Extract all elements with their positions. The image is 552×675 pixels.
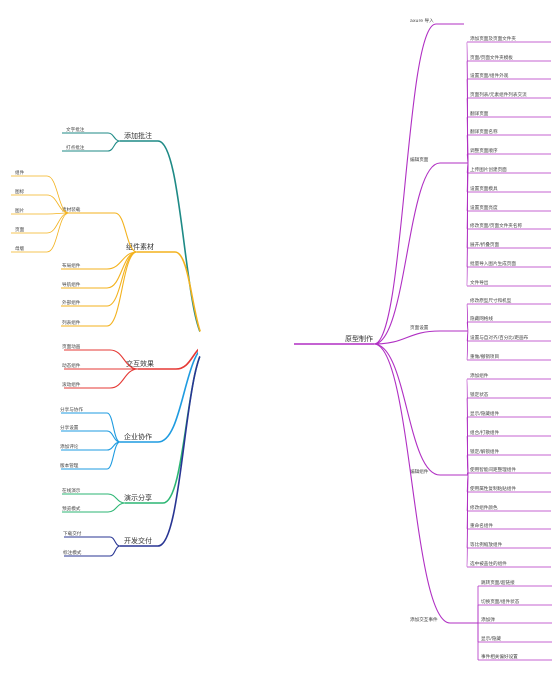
- leaf-label-cz-3-6: 使用属性复制粘贴组件: [470, 485, 516, 492]
- connector-cz-2-3: [466, 330, 469, 361]
- branch-label-tj: 添加批注: [124, 131, 152, 140]
- connector-tj: [157, 140, 211, 345]
- connector-zj-2: [106, 251, 138, 289]
- leaf-label-cz-2-3: 重做/撤销项目: [470, 353, 499, 360]
- leaf-label-cz-4-4: 事件相关偏好设置: [481, 653, 518, 660]
- leaf-label-zj-0-4: 母版: [15, 245, 25, 252]
- connector-tj-0: [107, 132, 121, 142]
- child-label-ys-1: 预览模式: [62, 505, 81, 512]
- leaf-label-cz-3-10: 选中被盖住的组件: [470, 560, 507, 567]
- connector-cz-3-10: [466, 474, 469, 568]
- leaf-label-cz-1-1: 页面/页面文件夹模板: [470, 54, 513, 61]
- leaf-label-cz-4-3: 显示/隐藏: [481, 635, 501, 642]
- connector-zj-0-1: [46, 194, 70, 214]
- leaf-label-zj-0-3: 页面: [15, 227, 25, 233]
- connector-kf-0: [109, 536, 121, 547]
- leaf-label-cz-3-4: 锁定/解锁组件: [470, 448, 500, 455]
- connector-zj-0-4: [46, 212, 70, 253]
- connector-ys-0: [107, 493, 126, 504]
- connector-zj-0-3: [46, 212, 70, 234]
- leaf-label-cz-1-0: 添加页面及页面文件夹: [470, 35, 516, 42]
- connector-qy: [157, 343, 211, 443]
- leaf-label-cz-3-3: 组合/打散组件: [470, 429, 500, 436]
- leaf-label-cz-3-2: 显示/隐藏组件: [470, 410, 500, 417]
- leaf-label-cz-4-2: 添加弹: [481, 616, 495, 623]
- branch-label-kf: 开发交付: [124, 536, 152, 545]
- child-label-qy-1: 分享设置: [60, 424, 79, 431]
- leaf-label-cz-2-2: 设置与自对齐/百分比/距画布: [470, 334, 529, 341]
- leaf-label-cz-1-8: 设置页面模具: [470, 185, 498, 192]
- leaf-label-cz-1-3: 页面列表/元素组件列表交流: [470, 91, 527, 98]
- child-label-jh-0: 页面动画: [62, 343, 81, 350]
- connector-kf-1: [109, 545, 121, 557]
- leaf-label-cz-1-5: 翻译页面名称: [470, 128, 498, 135]
- leaf-label-cz-1-4: 翻译页面: [470, 110, 489, 117]
- branch-label-jh: 交互效果: [126, 359, 154, 368]
- connector-jh-2: [109, 368, 139, 389]
- connector-tj-1: [107, 140, 121, 152]
- leaf-label-cz-4-0: 跳转页面/超链接: [481, 579, 515, 586]
- connector-cz-3: [373, 343, 441, 476]
- child-label-jh-1: 动态组件: [62, 362, 81, 369]
- child-label-ys-0: 在线演示: [62, 487, 81, 494]
- connector-zj-4: [106, 251, 138, 327]
- leaf-label-cz-1-9: 设置页面亮度: [470, 204, 498, 211]
- child-label-tj-1: 打点批注: [66, 144, 85, 151]
- leaf-label-cz-3-0: 添加组件: [470, 372, 489, 379]
- leaf-label-cz-3-9: 等比例缩放组件: [470, 541, 503, 548]
- leaf-label-zj-0-0: 组件: [15, 169, 25, 176]
- child-label-qy-2: 添加评论: [60, 443, 79, 450]
- child-label-zj-0: 素材装载: [62, 206, 81, 213]
- child-label-cz-1: 编辑页面: [410, 156, 429, 163]
- leaf-label-cz-3-5: 使用智能间距整理组件: [470, 466, 516, 473]
- branch-label-cz: 原型制作: [345, 334, 373, 343]
- child-label-jh-2: 滚动组件: [62, 381, 81, 388]
- connector-cz-0: [373, 23, 437, 345]
- child-label-cz-4: 添加交互事件: [410, 616, 438, 623]
- leaf-label-cz-3-1: 锁定状态: [470, 391, 489, 398]
- child-label-zj-4: 列表组件: [62, 319, 81, 326]
- child-label-zj-2: 导航组件: [62, 281, 81, 288]
- child-label-qy-0: 分享与协作: [60, 406, 83, 413]
- child-label-cz-0: axure 导入: [410, 18, 434, 24]
- child-label-cz-2: 页面设置: [410, 324, 429, 331]
- connector-cz-1-13: [466, 162, 469, 287]
- connector-qy-0: [106, 412, 121, 443]
- child-label-zj-3: 外部组件: [62, 299, 81, 306]
- leaf-label-cz-2-0: 修改原型尺寸和机型: [470, 297, 512, 304]
- root-node-box[interactable]: [198, 331, 294, 357]
- leaf-label-cz-1-7: 上传图片创建页面: [470, 166, 507, 173]
- leaf-label-cz-1-6: 调整页面顺序: [470, 147, 498, 154]
- leaf-label-cz-1-2: 设置页面/组件外观: [470, 72, 509, 79]
- child-label-zj-1: 布局组件: [62, 262, 81, 269]
- connector-ys-1: [107, 502, 126, 513]
- connector-qy-3: [106, 441, 121, 470]
- connector-zj-0-0: [46, 175, 70, 214]
- leaf-label-cz-3-7: 修改组件颜色: [470, 504, 498, 511]
- child-label-cz-3: 编辑组件: [410, 468, 429, 475]
- leaf-label-zj-0-2: 图片: [15, 207, 25, 214]
- connector-cz-1: [373, 162, 441, 345]
- child-label-kf-1: 标注模式: [63, 549, 82, 556]
- leaf-label-cz-3-8: 重命名组件: [470, 522, 493, 529]
- leaf-label-cz-1-11: 展开/折叠页面: [470, 241, 500, 248]
- branch-label-zj: 组件素材: [126, 242, 154, 251]
- leaf-label-zj-0-1: 图标: [15, 188, 25, 195]
- child-label-tj-0: 文字批注: [66, 126, 85, 133]
- leaf-label-cz-4-1: 切换页面/组件状态: [481, 598, 520, 605]
- leaf-label-cz-1-13: 文件导出: [470, 279, 489, 286]
- branch-label-qy: 企业协作: [124, 432, 152, 441]
- connector-cz-4: [373, 343, 451, 624]
- branch-label-ys: 演示分享: [124, 493, 152, 502]
- child-label-qy-3: 版本管理: [60, 462, 79, 469]
- connector-cz-2: [373, 330, 441, 345]
- leaf-label-cz-2-1: 隐藏网格线: [470, 315, 493, 322]
- connector-zj-0: [114, 212, 138, 253]
- child-label-kf-0: 下载交付: [63, 530, 82, 537]
- leaf-label-cz-1-12: 批量导入图片生成页面: [470, 260, 516, 267]
- leaf-label-cz-1-10: 修改页面/页面文件夹名称: [470, 222, 522, 229]
- connector-kf: [157, 343, 211, 547]
